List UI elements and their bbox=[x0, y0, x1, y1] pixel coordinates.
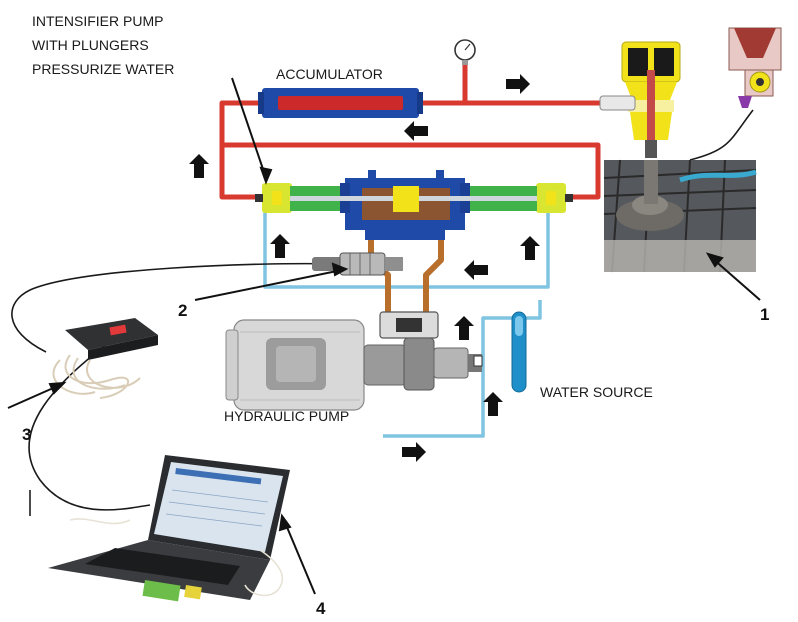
callout-2: 2 bbox=[178, 301, 187, 320]
arrow-up-icon bbox=[520, 236, 540, 260]
callout-1: 1 bbox=[760, 305, 769, 324]
arrow-up-icon bbox=[483, 392, 503, 416]
laptop bbox=[48, 455, 290, 602]
arrow-up-icon bbox=[454, 316, 474, 340]
callout-3: 3 bbox=[22, 425, 31, 444]
hydraulic-pump bbox=[225, 311, 483, 411]
arrow-right-icon bbox=[506, 74, 530, 94]
water-source-label: WATER SOURCE bbox=[540, 384, 653, 400]
cutting-photo bbox=[603, 159, 757, 273]
accumulator-label: ACCUMULATOR bbox=[276, 66, 383, 82]
arrow-up-icon bbox=[270, 234, 290, 258]
intensifier-pump bbox=[255, 170, 573, 240]
abrasive-hopper bbox=[728, 27, 782, 108]
arrow-up-icon bbox=[189, 154, 209, 178]
arrow-left-icon bbox=[404, 121, 428, 141]
pressure-gauge-icon bbox=[454, 39, 476, 65]
low-pressure-line bbox=[263, 203, 550, 438]
hydraulic-pump-label: HYDRAULIC PUMP bbox=[224, 408, 349, 424]
data-acquisition-device bbox=[52, 318, 158, 399]
intensifier-label-line-1: INTENSIFIER PUMP bbox=[32, 13, 163, 29]
water-source-tube bbox=[511, 311, 527, 393]
arrow-right-icon bbox=[402, 442, 426, 462]
pressure-sensor bbox=[312, 252, 403, 276]
intensifier-label-line-2: WITH PLUNGERS bbox=[32, 37, 149, 53]
callout-4: 4 bbox=[316, 599, 326, 618]
intensifier-label-line-3: PRESSURIZE WATER bbox=[32, 61, 174, 77]
high-pressure-line bbox=[219, 62, 635, 200]
accumulator bbox=[258, 88, 423, 118]
cutting-head bbox=[599, 41, 681, 158]
arrow-left-icon bbox=[464, 260, 488, 280]
callout-pointers bbox=[7, 77, 761, 595]
